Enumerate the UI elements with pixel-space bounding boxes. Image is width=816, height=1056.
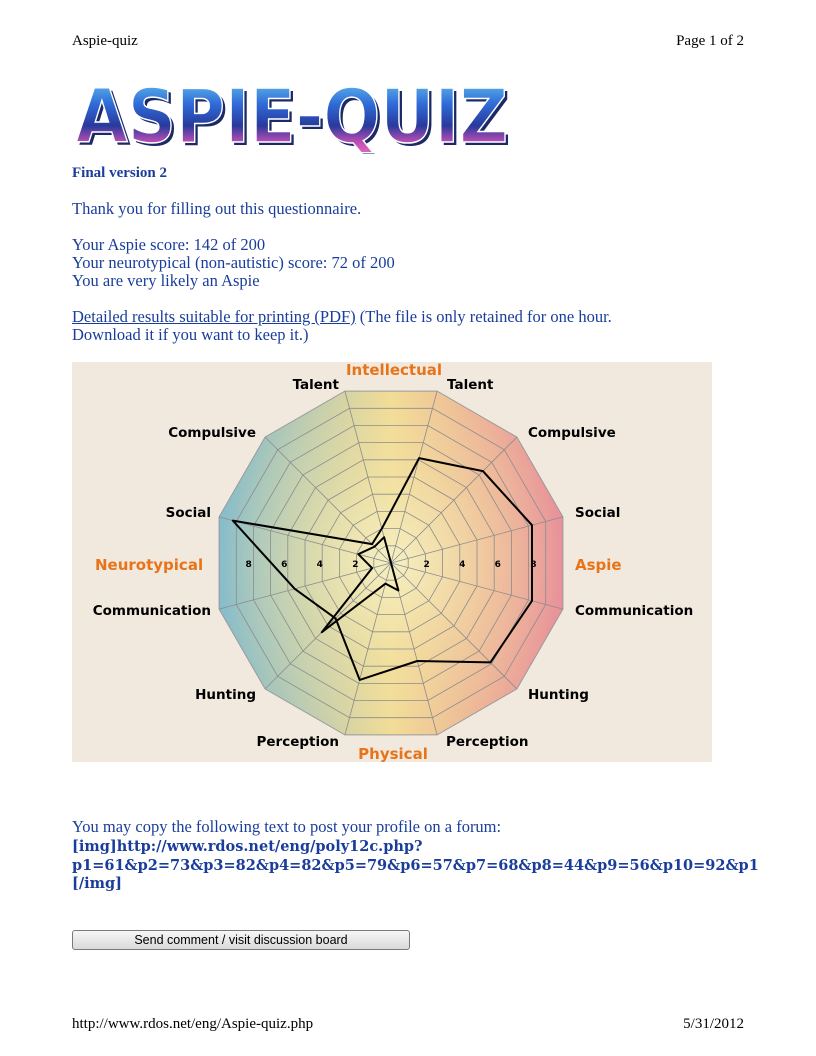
spoke-label-right: Compulsive [528, 425, 616, 441]
radar-spoke [390, 390, 438, 564]
spoke-label-right: Talent [447, 377, 494, 393]
page-header-title: Aspie-quiz [72, 33, 138, 49]
spoke-label-left: Social [166, 505, 211, 521]
forum-code: [img]http://www.rdos.net/eng/poly12c.php… [72, 838, 759, 894]
radar-spoke [344, 390, 392, 564]
spoke-labels: TalentCompulsiveSocialCommunicationHunti… [93, 377, 694, 750]
pdf-note: (The file is only retained for one hour. [355, 307, 612, 326]
scale-tick-label: 6 [281, 560, 287, 570]
spoke-label-left: Talent [293, 377, 340, 393]
radar-spoke [218, 516, 392, 564]
radar-spoke [390, 436, 518, 564]
series-line [320, 536, 400, 634]
axis-label-neurotypical: Neurotypical [95, 556, 203, 574]
scale-tick-label: 6 [495, 560, 501, 570]
radar-chart: 2 2 4 4 6 6 8 8 TalentCompulsiveSocialCommunica… [72, 362, 712, 762]
radar-spoke [344, 562, 392, 736]
forum-code-line-3: [/img] [72, 875, 123, 892]
forum-code-line-2: p1=61&p2=73&p3=82&p4=82&p5=79&p6=57&p7=6… [72, 856, 759, 874]
aspie-quiz-logo: ASPIE-QUIZ ASPIE-QUIZ [75, 73, 511, 154]
forum-intro: You may copy the following text to post … [72, 817, 502, 836]
series-line [231, 457, 533, 681]
radar-spoke [264, 436, 392, 564]
page-url: http://www.rdos.net/eng/Aspie-quiz.php [72, 1016, 314, 1032]
spoke-label-left: Perception [257, 734, 340, 750]
data-series [231, 457, 533, 681]
radar-spoke [390, 562, 438, 736]
neurotypical-score: Your neurotypical (non-autistic) score: … [72, 253, 395, 272]
radar-spoke [390, 562, 564, 610]
forum-code-line-1: [img]http://www.rdos.net/eng/poly12c.php… [72, 838, 423, 855]
spoke-label-right: Communication [575, 603, 693, 619]
version-label: Final version 2 [72, 165, 168, 181]
scale-tick-label: 8 [245, 560, 251, 570]
spoke-label-left: Communication [93, 603, 211, 619]
pdf-link[interactable]: Detailed results suitable for printing (… [72, 307, 356, 326]
axis-label-aspie: Aspie [575, 556, 622, 574]
page-number: Page 1 of 2 [676, 33, 744, 49]
pdf-note-2: Download it if you want to keep it.) [72, 325, 309, 344]
axis-label-physical: Physical [358, 745, 428, 762]
spoke-label-left: Hunting [195, 687, 256, 703]
radar-spoke [390, 562, 518, 690]
svg-text:ASPIE-QUIZ: ASPIE-QUIZ [79, 77, 511, 154]
scale-tick-label: 4 [459, 560, 465, 570]
thank-you-text: Thank you for filling out this questionn… [72, 199, 362, 218]
radar-spoke [264, 562, 392, 690]
spoke-label-left: Compulsive [168, 425, 256, 441]
scale-tick-label: 2 [352, 560, 358, 570]
scale-tick-label: 4 [317, 560, 323, 570]
spoke-label-right: Hunting [528, 687, 589, 703]
axis-label-intellectual: Intellectual [346, 362, 442, 379]
aspie-score: Your Aspie score: 142 of 200 [72, 235, 266, 254]
scale-tick-label: 8 [530, 560, 536, 570]
print-date: 5/31/2012 [683, 1016, 744, 1032]
verdict-text: You are very likely an Aspie [72, 271, 260, 290]
svg-text:ASPIE-QUIZ: ASPIE-QUIZ [76, 74, 508, 154]
scale-ticks: 2 2 4 4 6 6 8 8 [245, 560, 536, 570]
radar-spoke [390, 516, 564, 564]
spoke-label-right: Perception [446, 734, 529, 750]
radar-spoke [218, 562, 392, 610]
pdf-line: Detailed results suitable for printing (… [72, 308, 612, 326]
send-comment-button[interactable]: Send comment / visit discussion board [72, 930, 410, 950]
spoke-label-right: Social [575, 505, 620, 521]
scale-tick-label: 2 [423, 560, 429, 570]
